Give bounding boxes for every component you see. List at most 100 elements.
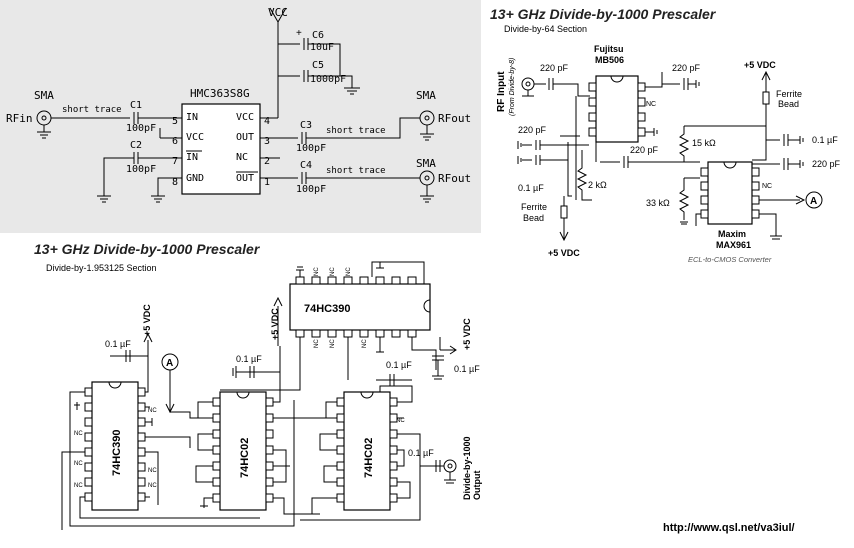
- r15k-label: 15 kΩ: [692, 138, 716, 148]
- c01a-label: 0.1 µF: [518, 183, 544, 193]
- chip-74hc390-top: [289, 283, 431, 331]
- bead-bottom: Bead: [523, 213, 544, 223]
- chip-74hc02-b: [343, 391, 391, 511]
- node-a-top-circle: [805, 191, 823, 209]
- r2k-label: 2 kΩ: [588, 180, 607, 190]
- nc-l-4: NC: [148, 408, 157, 414]
- c2-label: C2: [130, 140, 142, 151]
- chip-74hc02-a: [219, 391, 267, 511]
- c220c-label: 220 pF: [518, 125, 547, 135]
- rfout1-label: RFout: [438, 112, 471, 125]
- top-right-subtitle: Divide-by-64 Section: [504, 24, 587, 34]
- cap-out: 0.1 µF: [408, 448, 434, 458]
- c1-value: 100pF: [126, 123, 156, 134]
- nc-l-5: NC: [148, 468, 157, 474]
- hmc363-section: VCC + C6 10uF C5 1000pF HMC363S8G IN VCC…: [6, 6, 471, 203]
- pin-in: IN: [186, 112, 198, 123]
- max961-nc: NC: [762, 183, 772, 190]
- c2-value: 100pF: [126, 164, 156, 175]
- node-a-top: A: [810, 196, 817, 207]
- nc-02b: NC: [396, 418, 405, 424]
- ferrite-top: Ferrite: [776, 89, 802, 99]
- pin-vcc-right: VCC: [236, 112, 254, 123]
- max961-pins: [700, 167, 760, 219]
- c4-value: 100pF: [296, 184, 326, 195]
- rf-input-label: RF Input: [496, 71, 507, 112]
- nc-bot-2: NC: [330, 339, 336, 348]
- nc-l-6: NC: [148, 483, 157, 489]
- short-trace-out1: short trace: [326, 126, 386, 136]
- c3-value: 100pF: [296, 143, 326, 154]
- c6-value: 10uF: [310, 42, 334, 53]
- output-label-2: Output: [472, 471, 482, 501]
- chip-74hc02-b-label: 74HC02: [363, 438, 375, 478]
- vdc-bottom-label: +5 VDC: [548, 248, 580, 258]
- chip-74hc390-left: [91, 381, 139, 511]
- c1-label: C1: [130, 100, 142, 111]
- nc-top-3: NC: [346, 267, 352, 276]
- pin-num-1: 1: [264, 177, 270, 188]
- c5-value: 1000pF: [310, 74, 346, 85]
- vdc-top-label: +5 VDC: [744, 60, 776, 70]
- bottom-subtitle: Divide-by-1.953125 Section: [46, 263, 157, 273]
- c220d-label: 220 pF: [630, 145, 659, 155]
- chip-74hc390-left-pins: [84, 387, 146, 502]
- c4-label: C4: [300, 160, 312, 171]
- nc-l-1: NC: [74, 431, 83, 437]
- pin-out-bar: OUT: [236, 173, 254, 184]
- divide-by-64-section: 13+ GHz Divide-by-1000 Prescaler Divide-…: [490, 6, 841, 264]
- pin-gnd: GND: [186, 173, 204, 184]
- c01b-label: 0.1 µF: [812, 135, 838, 145]
- sma-out1-label: SMA: [416, 89, 436, 102]
- hmc363-chip: [181, 103, 261, 195]
- pin-num-7: 7: [172, 156, 178, 167]
- rf-input-note: (From Divide-by-8): [509, 58, 516, 116]
- max961-chip: [707, 161, 753, 225]
- cap-390-top: 0.1 µF: [454, 364, 480, 374]
- ferrite-bottom: Ferrite: [521, 202, 547, 212]
- pin-num-6: 6: [172, 136, 178, 147]
- node-a-bottom: A: [166, 358, 173, 369]
- bottom-title: 13+ GHz Divide-by-1000 Prescaler: [34, 241, 261, 257]
- divide-by-1953125-section: 13+ GHz Divide-by-1000 Prescaler Divide-…: [34, 241, 795, 534]
- nc-l-3: NC: [74, 483, 83, 489]
- pin-vcc-left: VCC: [186, 132, 204, 143]
- pin-num-3: 3: [264, 136, 270, 147]
- chip-74hc390-top-pins: [295, 276, 417, 338]
- mb506-label: MB506: [595, 55, 624, 65]
- hmc363-name: HMC363S8G: [190, 87, 250, 100]
- cap-02a: 0.1 µF: [236, 354, 262, 364]
- source-url: http://www.qsl.net/va3iul/: [663, 522, 795, 534]
- max961-label: MAX961: [716, 240, 751, 250]
- nc-bot-3: NC: [362, 339, 368, 348]
- chip-74hc02-a-label: 74HC02: [239, 438, 251, 478]
- pin-num-4: 4: [264, 116, 270, 127]
- cap-02b: 0.1 µF: [386, 360, 412, 370]
- c6-plus: +: [296, 28, 302, 39]
- c3-label: C3: [300, 120, 312, 131]
- vdc-390-top: +5 VDC: [462, 318, 472, 350]
- r33k-label: 33 kΩ: [646, 198, 670, 208]
- nc-top-1: NC: [314, 267, 320, 276]
- rfin-label: RFin: [6, 112, 33, 125]
- c6-label: C6: [312, 30, 324, 41]
- top-right-title: 13+ GHz Divide-by-1000 Prescaler: [490, 6, 717, 22]
- short-trace-in: short trace: [62, 105, 122, 115]
- pin-out: OUT: [236, 132, 254, 143]
- pin-num-2: 2: [264, 156, 270, 167]
- bead-top: Bead: [778, 99, 799, 109]
- fujitsu-label: Fujitsu: [594, 44, 624, 54]
- c220e-label: 220 pF: [812, 159, 841, 169]
- nc-l-2: NC: [74, 461, 83, 467]
- vcc-label: VCC: [268, 6, 288, 19]
- pin-in-bar: IN: [186, 152, 198, 163]
- output-label-1: Divide-by-1000: [462, 436, 472, 500]
- nc-top-2: NC: [330, 267, 336, 276]
- c220b-label: 220 pF: [672, 63, 701, 73]
- c220a-label: 220 pF: [540, 63, 569, 73]
- ecl-note: ECL-to-CMOS Converter: [688, 255, 772, 264]
- vdc-390-left: +5 VDC: [142, 304, 152, 336]
- vdc-02a: +5 VDC: [270, 308, 280, 340]
- maxim-label: Maxim: [718, 229, 746, 239]
